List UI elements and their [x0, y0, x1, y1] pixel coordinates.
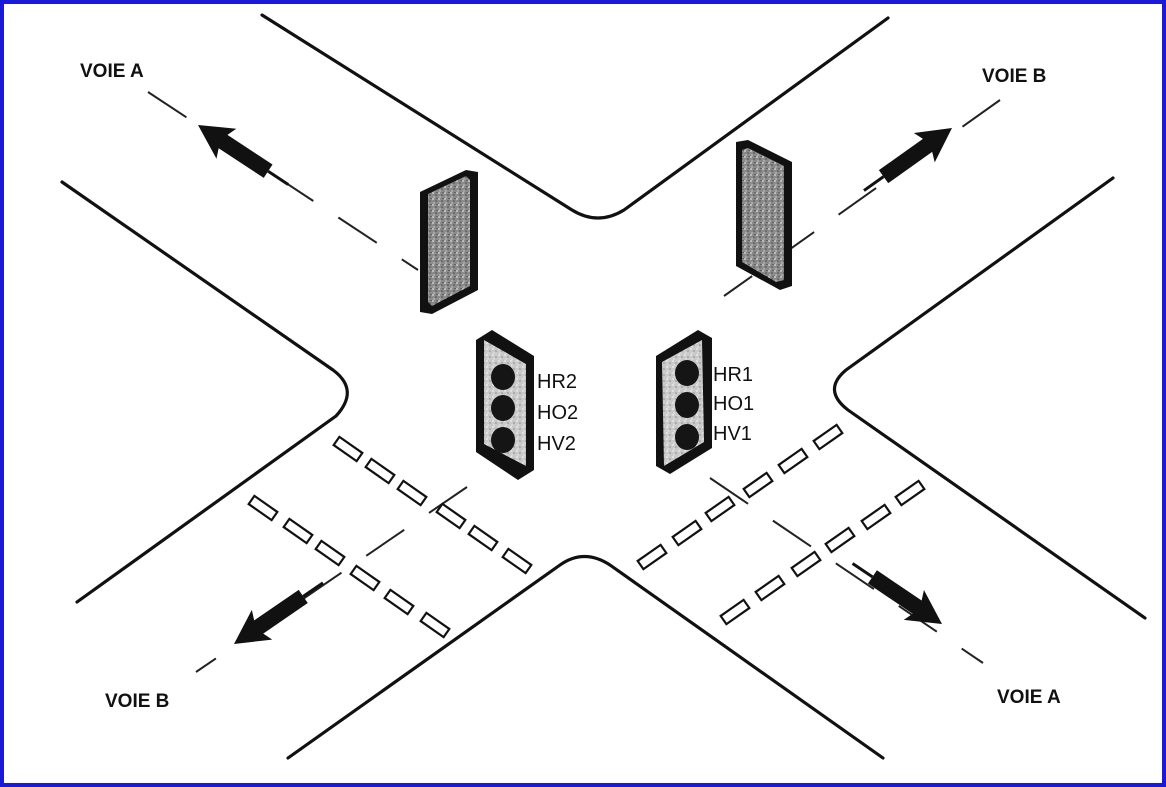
arrow-voie-b-northeast: [863, 128, 952, 192]
lane-voie-a-south: [709, 477, 984, 664]
traffic-light-right: [656, 330, 712, 474]
label-ho2: HO2: [537, 402, 578, 424]
road-edge-top: [260, 13, 890, 220]
lamp-orange-right: [675, 392, 699, 418]
crosswalk-right: [636, 423, 926, 626]
label-voie-b-top: VOIE B: [982, 66, 1046, 87]
road-edge-left: [60, 180, 349, 604]
road-edges: [60, 13, 1147, 760]
arrow-voie-a-southeast: [851, 562, 942, 624]
label-ho1: HO1: [713, 393, 754, 415]
road-edge-bottom: [286, 554, 885, 760]
lamp-orange-left: [491, 395, 515, 421]
lane-voie-b-north: [723, 99, 1001, 297]
label-voie-a-bottom: VOIE A: [997, 687, 1061, 708]
crosswalk-left: [247, 435, 533, 639]
label-voie-b-bottom: VOIE B: [105, 691, 169, 712]
lamp-red-right: [675, 360, 699, 386]
panel-right: [736, 140, 792, 290]
direction-arrows: [198, 125, 952, 644]
panel-left: [420, 170, 478, 314]
lamp-green-left: [491, 427, 515, 453]
arrow-voie-b-southwest: [234, 581, 324, 644]
label-voie-a-top: VOIE A: [80, 61, 144, 82]
traffic-light-left: [476, 330, 534, 480]
arrow-voie-a-northwest: [198, 125, 289, 186]
road-edge-right: [832, 176, 1147, 620]
lamp-red-left: [491, 364, 515, 390]
lamp-green-right: [675, 424, 699, 450]
label-hv1: HV1: [713, 423, 752, 445]
lane-voie-b-south: [195, 486, 468, 673]
label-hr1: HR1: [713, 364, 753, 386]
label-hv2: HV2: [537, 433, 576, 455]
label-hr2: HR2: [537, 371, 577, 393]
